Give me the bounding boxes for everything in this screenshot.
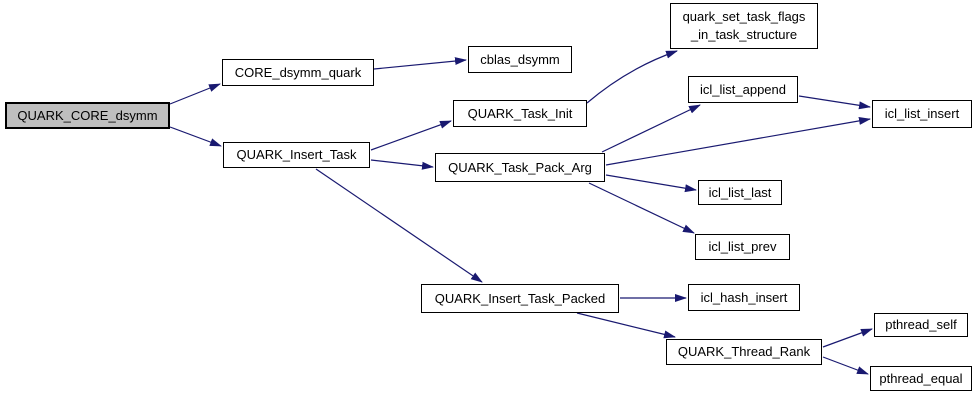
- edge-icl-list-append-to-icl-list-insert: [798, 95, 871, 110]
- edge-quark-task-pack-arg-to-icl-list-prev: [588, 182, 695, 234]
- node-quark-task-pack-arg[interactable]: QUARK_Task_Pack_Arg: [435, 153, 605, 182]
- node-quark-task-init[interactable]: QUARK_Task_Init: [453, 100, 587, 127]
- node-quark-core-dsymm[interactable]: QUARK_CORE_dsymm: [5, 102, 170, 129]
- node-pthread-equal[interactable]: pthread_equal: [870, 366, 972, 391]
- edge-core-dsymm-quark-to-cblas-dsymm: [373, 57, 467, 70]
- edge-quark-core-dsymm-to-quark-insert-task: [169, 126, 222, 147]
- edge-quark-insert-task-to-quark-task-pack-arg: [370, 159, 434, 170]
- edge-quark-task-init-to-quark-set-task-flags: [586, 50, 678, 104]
- node-icl-list-append[interactable]: icl_list_append: [688, 76, 798, 103]
- node-quark-insert-task-packed[interactable]: QUARK_Insert_Task_Packed: [421, 284, 619, 313]
- node-cblas-dsymm[interactable]: cblas_dsymm: [468, 46, 572, 73]
- edge-quark-thread-rank-to-pthread-equal: [822, 356, 869, 375]
- edge-quark-task-pack-arg-to-icl-list-insert: [605, 116, 871, 166]
- node-icl-hash-insert[interactable]: icl_hash_insert: [688, 284, 800, 311]
- node-icl-list-prev[interactable]: icl_list_prev: [695, 234, 790, 260]
- node-quark-thread-rank[interactable]: QUARK_Thread_Rank: [666, 339, 822, 365]
- edge-quark-core-dsymm-to-core-dsymm-quark: [169, 83, 221, 105]
- node-pthread-self[interactable]: pthread_self: [874, 313, 968, 337]
- edge-quark-task-pack-arg-to-icl-list-last: [605, 174, 697, 193]
- edge-quark-insert-task-to-quark-insert-task-packed: [315, 168, 483, 283]
- node-icl-list-insert[interactable]: icl_list_insert: [872, 100, 972, 128]
- node-core-dsymm-quark[interactable]: CORE_dsymm_quark: [222, 59, 374, 86]
- edge-quark-thread-rank-to-pthread-self: [822, 328, 873, 348]
- edge-quark-task-pack-arg-to-icl-list-append: [601, 104, 701, 153]
- edge-quark-insert-task-to-quark-task-init: [370, 120, 452, 151]
- node-quark-set-task-flags[interactable]: quark_set_task_flags _in_task_structure: [670, 3, 818, 49]
- edge-quark-insert-task-packed-to-quark-thread-rank: [576, 312, 676, 339]
- node-icl-list-last[interactable]: icl_list_last: [698, 180, 782, 205]
- node-quark-insert-task[interactable]: QUARK_Insert_Task: [223, 142, 370, 168]
